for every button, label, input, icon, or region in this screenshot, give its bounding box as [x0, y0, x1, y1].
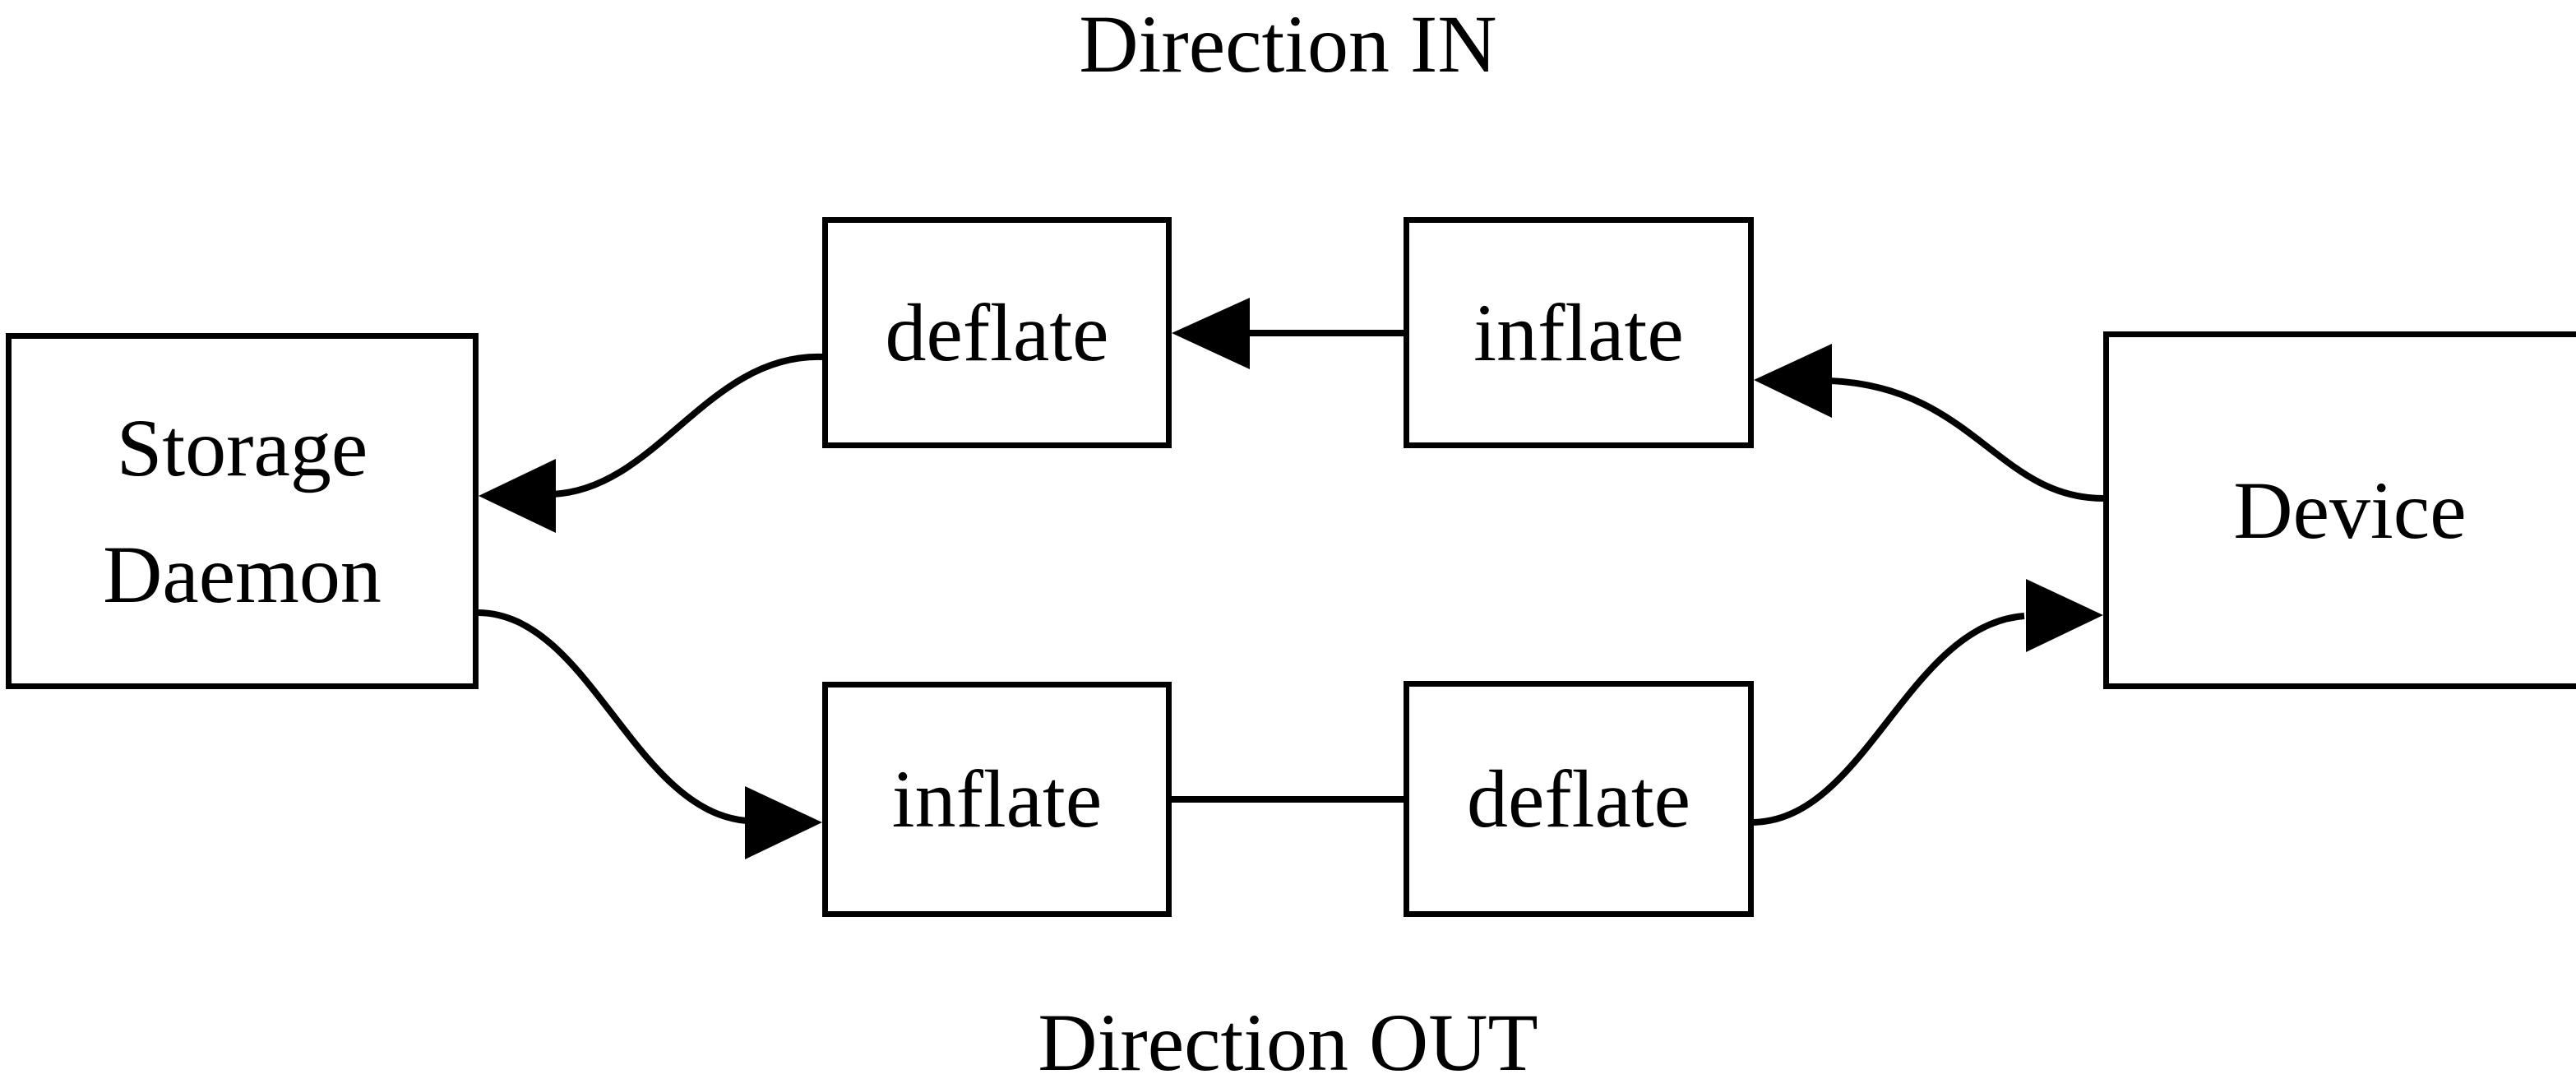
node-label-line: inflate — [1473, 286, 1684, 378]
node-label-line: deflate — [885, 286, 1109, 378]
node-device[interactable]: Device — [2103, 331, 2576, 689]
node-label-line: Daemon — [103, 528, 382, 620]
node-inflate-in[interactable]: inflate — [1404, 217, 1754, 448]
edge-device-to-inflate-in — [1754, 344, 2104, 502]
node-deflate-out[interactable]: deflate — [1404, 681, 1754, 917]
node-label-line: inflate — [891, 753, 1103, 845]
node-storage-daemon[interactable]: Storage Daemon — [6, 333, 479, 689]
diagram-title-direction-out: Direction OUT — [1038, 997, 1538, 1088]
edge-storage-daemon-to-inflate-out — [478, 609, 822, 859]
node-label-line: deflate — [1466, 752, 1691, 845]
node-label-line: Device — [2233, 464, 2467, 556]
node-label-line: Storage — [116, 401, 368, 493]
diagram-title-direction-in: Direction IN — [1079, 0, 1497, 90]
node-deflate-in[interactable]: deflate — [822, 217, 1172, 448]
edge-deflate-in-to-storage-daemon — [479, 353, 823, 533]
edge-deflate-out-to-device — [1753, 579, 2103, 826]
node-inflate-out[interactable]: inflate — [822, 682, 1172, 917]
